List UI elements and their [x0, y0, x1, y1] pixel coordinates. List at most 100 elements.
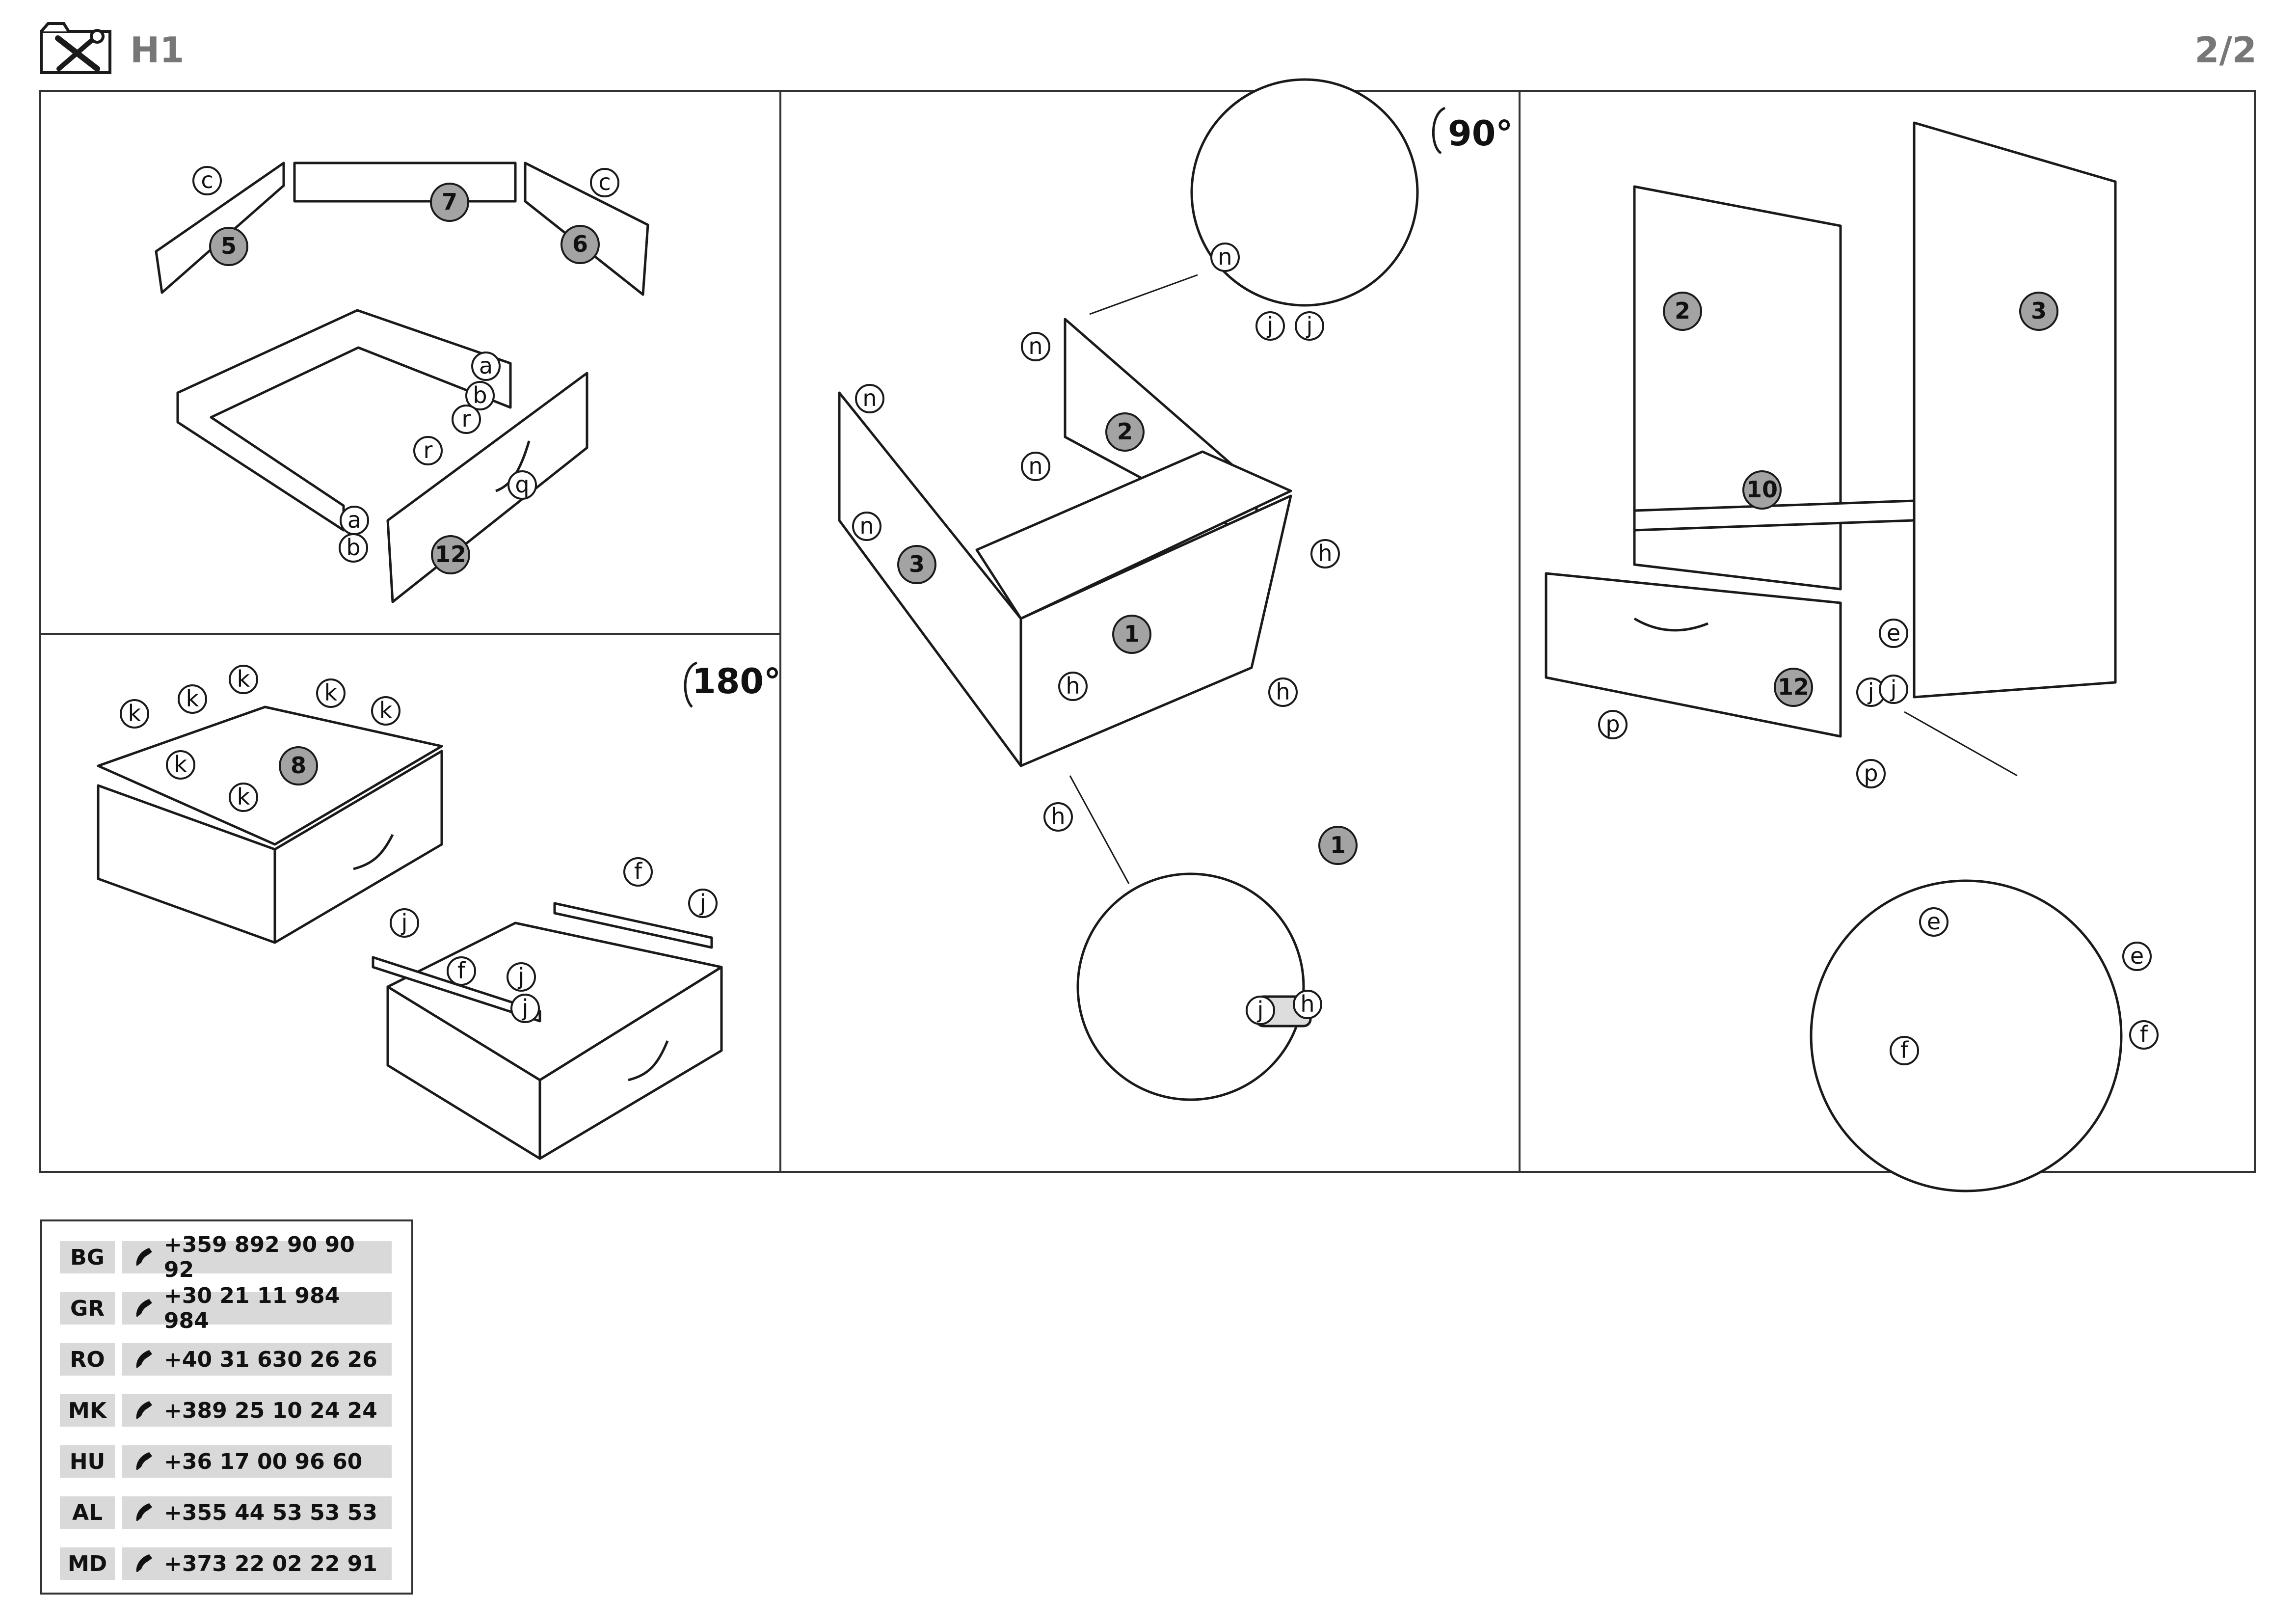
- callout-circle: [1293, 990, 1322, 1019]
- callout-circle: [1021, 452, 1050, 481]
- phone-number[interactable]: +389 25 10 24 24: [164, 1398, 377, 1423]
- callout-circle: [390, 908, 419, 938]
- phone-number[interactable]: +373 22 02 22 91: [164, 1551, 377, 1576]
- callout-circle: [623, 857, 653, 887]
- country-code: MD: [60, 1547, 115, 1580]
- callout-label: e: [2130, 943, 2144, 969]
- callout-circle: [229, 665, 258, 694]
- callout-label: n: [862, 385, 877, 411]
- callout-circle: [430, 183, 469, 222]
- drawer-bottom-panel-8: [97, 705, 443, 846]
- callout-k: k: [178, 684, 207, 714]
- callout-label: r: [424, 437, 433, 463]
- callout-label: j: [518, 963, 525, 990]
- callout-label: j: [699, 890, 706, 916]
- callout-circle: [855, 384, 884, 413]
- detail-leader-top: [1089, 274, 1198, 315]
- callout-e: e: [1879, 619, 1908, 648]
- callout-1: 1: [1318, 826, 1358, 865]
- callout-12: 12: [1774, 668, 1813, 707]
- callout-5: 5: [209, 227, 248, 266]
- phone-number[interactable]: +36 17 00 96 60: [164, 1449, 363, 1474]
- country-code: RO: [60, 1343, 115, 1376]
- rotation-90-label: 90°: [1448, 113, 1513, 154]
- callout-circle: [166, 750, 195, 780]
- callout-label: e: [1887, 620, 1900, 646]
- detail-circle-runner: [1810, 879, 2123, 1192]
- callout-label: 12: [1778, 674, 1809, 700]
- phone-icon: [136, 1503, 152, 1521]
- callout-label: h: [1051, 803, 1065, 830]
- callout-label: a: [479, 352, 493, 379]
- rotation-180: 180°: [684, 661, 781, 708]
- callout-circle: [431, 535, 470, 574]
- callout-label: n: [859, 513, 874, 539]
- callout-j: j: [510, 994, 540, 1023]
- detail-circle-top: [1190, 78, 1419, 307]
- callout-circle: [447, 956, 476, 986]
- callout-h: h: [1310, 539, 1340, 568]
- callout-f: f: [2129, 1020, 2159, 1050]
- divider-2: [1519, 92, 1521, 1171]
- phone-number[interactable]: +355 44 53 53 53: [164, 1500, 377, 1525]
- callout-circle: [371, 696, 400, 726]
- callout-j: j: [1856, 677, 1886, 707]
- callout-circle: [1246, 996, 1275, 1025]
- callout-label: f: [2140, 1021, 2149, 1048]
- phone-number[interactable]: +40 31 630 26 26: [164, 1347, 377, 1372]
- callout-label: 7: [442, 189, 457, 215]
- drawer-front: [273, 750, 443, 944]
- runner-rail-f-right: [553, 902, 713, 949]
- callout-label: j: [1267, 312, 1274, 339]
- phone-icon: [136, 1350, 152, 1368]
- drawer-back-panel-7: [293, 162, 517, 203]
- detail-leader-bottom: [1069, 775, 1130, 884]
- callout-circle: [316, 678, 346, 708]
- callout-k: k: [371, 696, 400, 726]
- country-code: MK: [60, 1394, 115, 1427]
- callout-label: r: [462, 406, 471, 432]
- callout-circle: [2019, 292, 2058, 331]
- contact-row: MK +389 25 10 24 24: [60, 1394, 392, 1427]
- callout-6: 6: [561, 225, 600, 264]
- callout-circle: [178, 684, 207, 714]
- callout-label: f: [457, 957, 466, 984]
- callout-label: j: [1306, 312, 1313, 339]
- callout-label: n: [1218, 244, 1232, 270]
- detail-circle-bottom: [1076, 872, 1305, 1101]
- phone-icon: [136, 1452, 152, 1470]
- phone-number[interactable]: +30 21 11 984 984: [163, 1283, 340, 1333]
- contact-row: MD +373 22 02 22 91: [60, 1547, 392, 1580]
- callout-j: j: [1879, 675, 1908, 704]
- callout-label: k: [324, 679, 338, 706]
- drawer-side-panel-5: [155, 162, 285, 294]
- callout-label: 3: [909, 551, 925, 577]
- model-code: H1: [130, 29, 185, 71]
- callout-circle: [1058, 672, 1088, 701]
- callout-e: e: [2122, 942, 2152, 971]
- instruction-frame: [39, 90, 2256, 1173]
- callout-r: r: [413, 436, 443, 465]
- phone-number[interactable]: +359 892 90 90 92: [163, 1232, 355, 1282]
- callout-2: 2: [1663, 292, 1702, 331]
- callout-circle: [1318, 826, 1358, 865]
- callout-circle: [279, 746, 318, 785]
- callout-k: k: [316, 678, 346, 708]
- callout-circle: [507, 962, 536, 992]
- callout-label: 1: [1124, 621, 1140, 647]
- callout-p: p: [1856, 759, 1886, 788]
- callout-j: j: [688, 889, 718, 918]
- callout-2: 2: [1105, 412, 1145, 452]
- callout-circle: [590, 168, 619, 197]
- callout-circle: [510, 994, 540, 1023]
- callout-circle: [209, 227, 248, 266]
- callout-label: j: [1890, 676, 1897, 702]
- callout-n: n: [1021, 332, 1050, 361]
- callout-n: n: [1210, 243, 1240, 272]
- callout-label: k: [186, 685, 199, 712]
- callout-j: j: [1246, 996, 1275, 1025]
- page-number: 2/2: [2194, 29, 2257, 71]
- callout-label: k: [128, 700, 141, 727]
- phone-icon: [136, 1299, 152, 1317]
